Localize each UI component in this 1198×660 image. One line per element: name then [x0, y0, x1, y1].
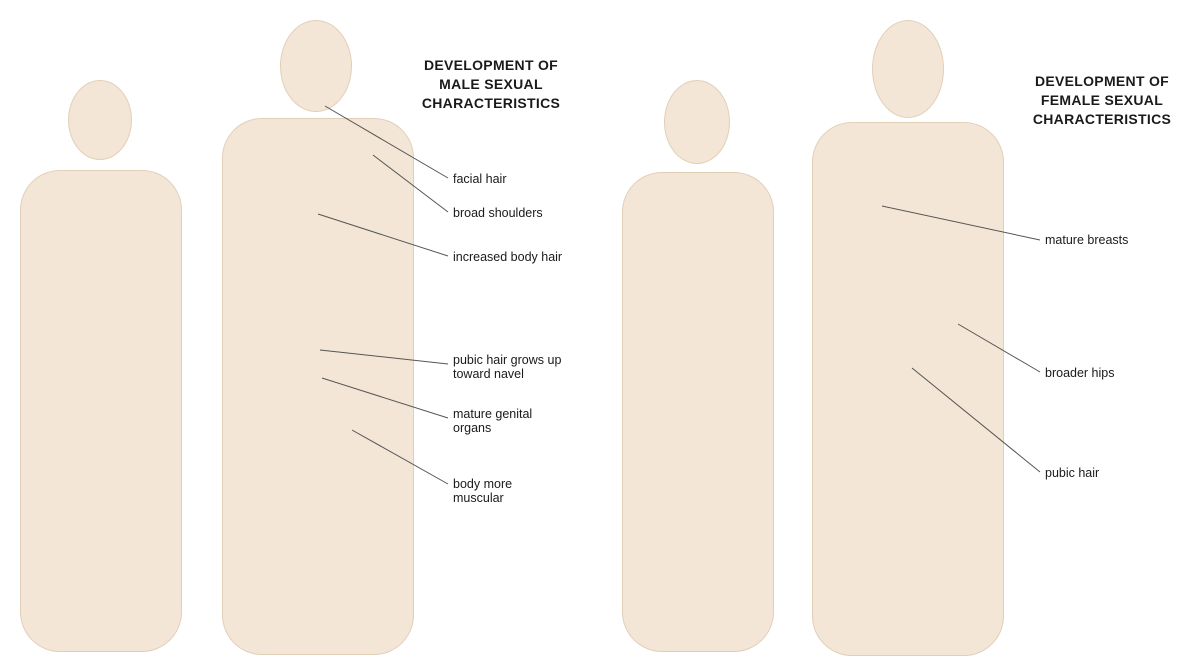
leader-body-muscular — [352, 430, 448, 484]
label-genital-organs-line2: organs — [453, 421, 532, 435]
female-heading-line3: CHARACTERISTICS — [1006, 110, 1198, 129]
female-heading-line1: DEVELOPMENT OF — [1006, 72, 1198, 91]
label-pubic-hair-female: pubic hair — [1045, 466, 1099, 480]
leader-pubic-hair-female — [912, 368, 1040, 472]
label-pubic-hair-male: pubic hair grows up toward navel — [453, 353, 561, 381]
label-genital-organs-line1: mature genital — [453, 407, 532, 421]
label-genital-organs: mature genital organs — [453, 407, 532, 435]
label-facial-hair: facial hair — [453, 172, 507, 186]
female-heading: DEVELOPMENT OF FEMALE SEXUAL CHARACTERIS… — [1006, 72, 1198, 129]
label-increased-body-hair: increased body hair — [453, 250, 562, 264]
label-body-muscular-line1: body more — [453, 477, 512, 491]
leader-mature-breasts — [882, 206, 1040, 240]
female-heading-line2: FEMALE SEXUAL — [1006, 91, 1198, 110]
leader-genital-organs — [322, 378, 448, 418]
label-broader-hips: broader hips — [1045, 366, 1115, 380]
leader-broader-hips — [958, 324, 1040, 372]
label-pubic-hair-male-line1: pubic hair grows up — [453, 353, 561, 367]
leader-increased-body-hair — [318, 214, 448, 256]
male-heading-line3: CHARACTERISTICS — [396, 94, 586, 113]
label-body-muscular-line2: muscular — [453, 491, 512, 505]
label-broad-shoulders: broad shoulders — [453, 206, 543, 220]
label-mature-breasts: mature breasts — [1045, 233, 1128, 247]
label-pubic-hair-male-line2: toward navel — [453, 367, 561, 381]
male-heading: DEVELOPMENT OF MALE SEXUAL CHARACTERISTI… — [396, 56, 586, 113]
label-body-muscular: body more muscular — [453, 477, 512, 505]
leader-pubic-hair-male — [320, 350, 448, 364]
leader-facial-hair — [325, 106, 448, 178]
leader-broad-shoulders — [373, 155, 448, 212]
male-heading-line1: DEVELOPMENT OF — [396, 56, 586, 75]
male-heading-line2: MALE SEXUAL — [396, 75, 586, 94]
